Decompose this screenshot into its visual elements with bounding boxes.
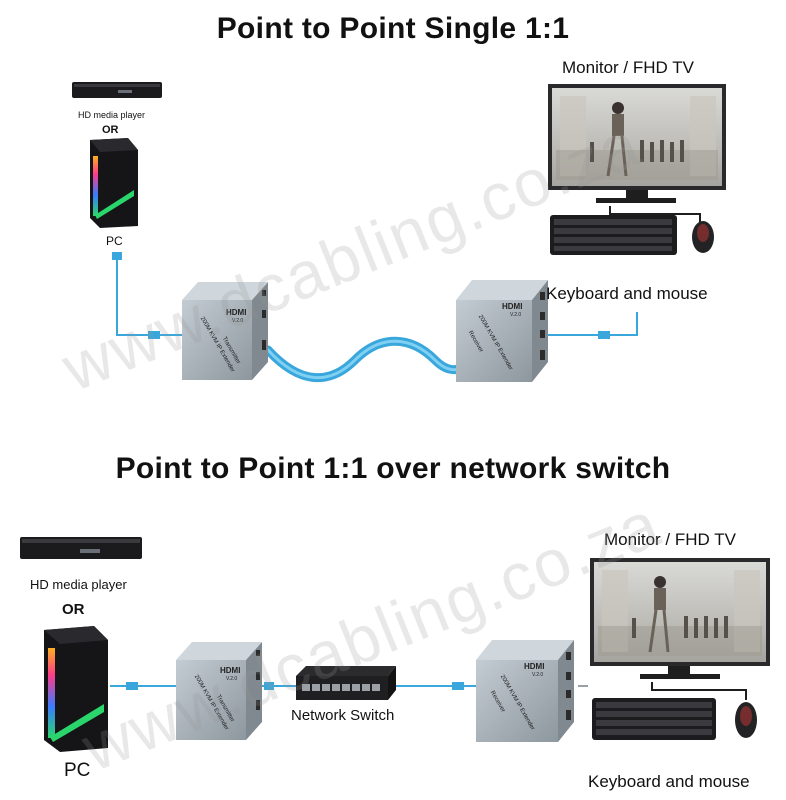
device-version-label: V.2.0 xyxy=(232,318,244,324)
or-label: OR xyxy=(102,124,119,136)
receiver-device xyxy=(476,640,574,742)
mouse xyxy=(692,221,714,253)
keyboard xyxy=(550,215,677,255)
peripherals-label: Keyboard and mouse xyxy=(546,284,708,303)
diagram2-title: Point to Point 1:1 over network switch xyxy=(115,452,671,485)
transmitter-device xyxy=(176,642,262,740)
hdmi-plug xyxy=(598,331,610,339)
media-player-device xyxy=(72,82,162,98)
monitor-label: Monitor / FHD TV xyxy=(562,58,694,77)
device-model-label: 200M KVM IP Extender xyxy=(476,314,514,372)
device-version-label: V.2.0 xyxy=(510,312,522,318)
media-player-label: HD media player xyxy=(78,110,146,120)
receiver-label-group: HDMI 200M KVM IP Extender Receiver V.2.0 xyxy=(467,302,532,371)
monitor xyxy=(590,558,770,679)
monitor-label: Monitor / FHD TV xyxy=(604,530,736,549)
hdmi-logo: HDMI xyxy=(220,666,241,675)
network-switch-device xyxy=(296,666,396,700)
hdmi-logo: HDMI xyxy=(524,662,545,671)
hdmi-plug xyxy=(148,331,160,339)
network-switch-label: Network Switch xyxy=(291,707,395,724)
hdmi-logo: HDMI xyxy=(226,308,247,317)
hdmi-plug xyxy=(112,252,122,260)
hdmi-plug xyxy=(126,682,138,690)
cable-sink xyxy=(548,312,638,336)
cable-source xyxy=(116,258,185,336)
transmitter-label-group: HDMI 200M KVM IP Extender Transmitter V.… xyxy=(196,308,252,373)
hdmi-logo: HDMI xyxy=(502,302,523,311)
receiver-label-group: HDMI 200M KVM IP Extender Receiver V.2.0 xyxy=(489,662,554,731)
transmitter-label-group: HDMI 200M KVM IP Extender Transmitter V.… xyxy=(190,666,246,731)
peripherals-label: Keyboard and mouse xyxy=(588,772,750,791)
transmitter-device xyxy=(182,282,268,380)
device-model-label: 200M KVM IP Extender xyxy=(498,674,536,732)
or-label: OR xyxy=(62,601,85,618)
receiver-device xyxy=(456,280,548,382)
keyboard xyxy=(592,698,716,740)
media-player-label: HD media player xyxy=(30,577,127,592)
device-version-label: V.2.0 xyxy=(532,672,544,678)
monitor xyxy=(548,84,726,203)
pc-label: PC xyxy=(106,234,123,248)
diagram1-title: Point to Point Single 1:1 xyxy=(216,12,570,45)
pc-tower xyxy=(44,626,108,752)
mouse xyxy=(735,702,757,738)
pc-label: PC xyxy=(64,760,91,781)
pc-tower xyxy=(90,138,138,228)
media-player-device xyxy=(20,537,142,559)
device-version-label: V.2.0 xyxy=(226,676,238,682)
